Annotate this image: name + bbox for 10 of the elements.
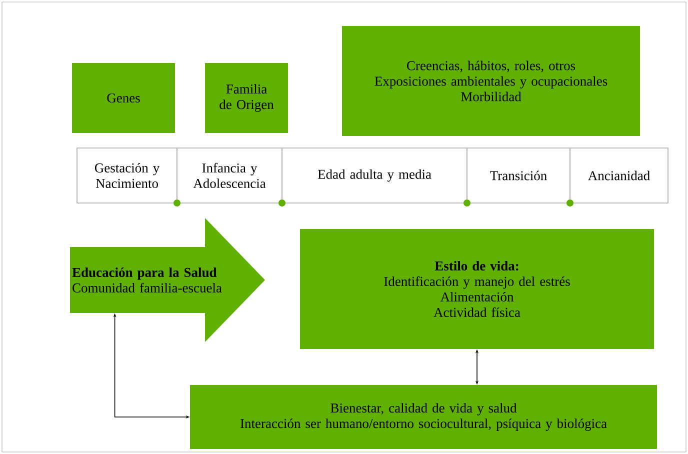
text-box: Creencias, hábitos, roles, otros Exposiciones ambientales y ocupacionales Morbilidad <box>342 26 640 136</box>
timeline-cell: Transición <box>466 148 570 204</box>
timeline-cell: Infancia y Adolescencia <box>176 148 282 204</box>
text-box: Estilo de vida: Identificación y manejo del estrés Alimentación Actividad física <box>300 229 654 349</box>
timeline-cell: Ancianidad <box>570 148 668 204</box>
text-box: Familia de Origen <box>205 63 288 133</box>
text-box: Genes <box>72 63 175 133</box>
timeline-cell: Edad adulta y media <box>282 148 468 204</box>
timeline-cell: Gestación y Nacimiento <box>76 148 178 204</box>
text-box: Bienestar, calidad de vida y salud Interacción ser humano/entorno sociocultural, psíquica y biológica <box>190 385 657 449</box>
